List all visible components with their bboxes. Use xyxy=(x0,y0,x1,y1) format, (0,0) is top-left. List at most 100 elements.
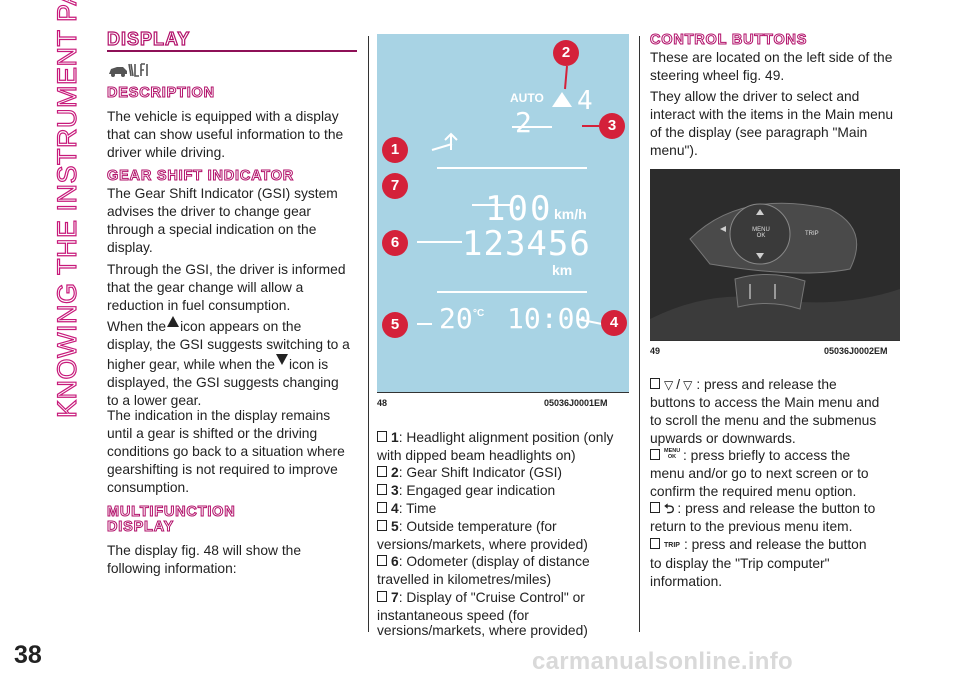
text-line: Through the GSI, the driver is informed xyxy=(107,262,346,277)
speed-unit: km/h xyxy=(554,206,587,222)
text-line: driver while driving. xyxy=(107,145,226,160)
item-text: : Display of "Cruise Control" or xyxy=(398,590,585,605)
item-text: : Engaged gear indication xyxy=(398,483,556,498)
bullet-box-icon xyxy=(377,431,387,442)
text-line: displayed, the GSI suggests changing xyxy=(107,375,339,390)
text-line: conditions go back to a situation where xyxy=(107,444,345,459)
item-number: 1 xyxy=(391,430,399,445)
steering-wheel-illustration xyxy=(650,169,900,340)
list-item: 1: Headlight alignment position (only wi… xyxy=(377,429,629,465)
list-item: 6: Odometer (display of distance travell… xyxy=(377,553,629,589)
bullet-box-icon xyxy=(650,502,660,513)
page-number: 38 xyxy=(14,641,42,669)
figure-49-caption-rule xyxy=(650,340,900,341)
item-text: : Gear Shift Indicator (GSI) xyxy=(398,465,563,480)
list-item: 7: Display of "Cruise Control" or instan… xyxy=(377,589,629,640)
title-rule xyxy=(107,50,357,52)
text-line: The Gear Shift Indicator (GSI) system xyxy=(107,186,338,201)
bullet-box-icon xyxy=(377,502,387,513)
figure-49-number: 49 xyxy=(650,346,661,356)
text-line: The indication in the display remains xyxy=(107,408,331,423)
callout-6: 6 xyxy=(382,230,408,256)
bullet-box-icon xyxy=(377,520,387,531)
list-item: 3: Engaged gear indication xyxy=(377,482,629,500)
text-span: higher gear, while when the xyxy=(107,357,275,372)
figure-48-display: AUTO 4 2 100 km/h 123456 km 20 °C 10:00 … xyxy=(377,34,629,392)
bullet-box-icon xyxy=(650,449,660,460)
column-divider xyxy=(639,36,640,632)
callout-5: 5 xyxy=(382,312,408,338)
temperature-value: 20 xyxy=(439,302,473,335)
item-text: : Outside temperature (for xyxy=(398,519,557,534)
figure-49-code: 05036J0002EM xyxy=(824,346,888,356)
temperature-unit: °C xyxy=(473,308,485,319)
figure-49-steering-controls: MENU OK TRIP xyxy=(650,169,900,340)
text-line: The vehicle is equipped with a display xyxy=(107,109,339,124)
callout-7: 7 xyxy=(382,173,408,199)
heading-control-buttons: CONTROL BUTTONS xyxy=(649,32,808,48)
item-text-cont: travelled in kilometres/miles) xyxy=(377,572,552,587)
item-number: 4 xyxy=(391,501,399,516)
list-item: TRIP: press and release the button to di… xyxy=(650,536,902,591)
text-line: that the gear change will allow a xyxy=(107,280,304,295)
text-line: of the display (see paragraph "Main xyxy=(650,125,868,140)
back-arrow-icon: ⮌ xyxy=(664,501,675,516)
item-number: 3 xyxy=(391,483,399,498)
text-line: upwards or downwards. xyxy=(650,431,796,446)
paragraph-control-1: These are located on the left side of th… xyxy=(650,49,892,85)
menu-ok-icon: MENU OK xyxy=(664,448,681,460)
text-line: confirm the required menu option. xyxy=(650,484,857,499)
display-illustration xyxy=(377,34,629,392)
heading-description: DESCRIPTION xyxy=(107,85,215,101)
text-line: steering wheel fig. 49. xyxy=(650,68,785,83)
bullet-box-icon xyxy=(377,484,387,495)
item-number: 5 xyxy=(391,519,399,534)
text-line: menu"). xyxy=(650,143,698,158)
text-line: until a gear is shifted or the driving xyxy=(107,426,318,441)
gsi-up-arrow-icon xyxy=(167,316,180,327)
vehicle-variant-icon xyxy=(109,63,148,77)
list-item: ⮌: press and release the button to retur… xyxy=(650,500,902,536)
text-span: When the xyxy=(107,319,167,334)
down-arrow-outline-icon: ▽ xyxy=(683,378,693,392)
paragraph-gsi-4: The indication in the display remains un… xyxy=(107,407,345,497)
odometer-unit: km xyxy=(552,262,573,278)
list-item: MENU OK: press briefly to access the men… xyxy=(650,447,902,501)
figure-48-number: 48 xyxy=(377,398,388,408)
auto-label: AUTO xyxy=(510,91,544,105)
list-item: 4: Time xyxy=(377,500,629,518)
text-line: gearshifting is not required to improve xyxy=(107,462,338,477)
text-line: to scroll the menu and the submenus xyxy=(650,413,877,428)
heading-line: DISPLAY xyxy=(107,519,175,535)
menu-ok-button-label: MENU OK xyxy=(752,227,770,239)
section-title: KNOWING THE INSTRUMENT PANEL xyxy=(51,0,82,419)
engaged-gear: 2 xyxy=(515,106,532,139)
heading-gsi: GEAR SHIFT INDICATOR xyxy=(106,168,295,184)
item-text: : Time xyxy=(398,501,437,516)
trip-icon: TRIP xyxy=(664,542,680,549)
figure-48-code: 05036J0001EM xyxy=(544,398,608,408)
paragraph-gsi-1: The Gear Shift Indicator (GSI) system ad… xyxy=(107,185,338,257)
text-line: that can show useful information to the xyxy=(107,127,344,142)
item-number: 2 xyxy=(391,465,399,480)
heading-multifunction: MULTIFUNCTION DISPLAY xyxy=(107,504,236,535)
text-line: display, the GSI suggests switching to a xyxy=(107,337,350,352)
heading-line: MULTIFUNCTION xyxy=(107,504,236,520)
text-line: return to the previous menu item. xyxy=(650,519,853,534)
gear-target: 4 xyxy=(577,86,593,116)
column-divider xyxy=(368,36,369,632)
figure-48-caption-rule xyxy=(377,392,629,393)
list-item: ▽/▽: press and release the buttons to ac… xyxy=(650,376,902,448)
speed-value: 100 xyxy=(485,189,553,229)
paragraph-gsi-3: When the icon appears on the display, the… xyxy=(107,316,350,410)
text-span: icon appears on the xyxy=(180,319,302,334)
text-line: to a lower gear. xyxy=(107,393,202,408)
text-line: buttons to access the Main menu and xyxy=(650,395,880,410)
callout-1: 1 xyxy=(382,137,408,163)
text-line: advises the driver to change gear xyxy=(107,204,312,219)
text-line: following information: xyxy=(107,561,237,576)
text-line: These are located on the left side of th… xyxy=(650,50,893,65)
callout-2: 2 xyxy=(553,40,579,66)
text-line: menu and/or go to next screen or to xyxy=(650,466,869,481)
bullet-box-icon xyxy=(650,378,660,389)
